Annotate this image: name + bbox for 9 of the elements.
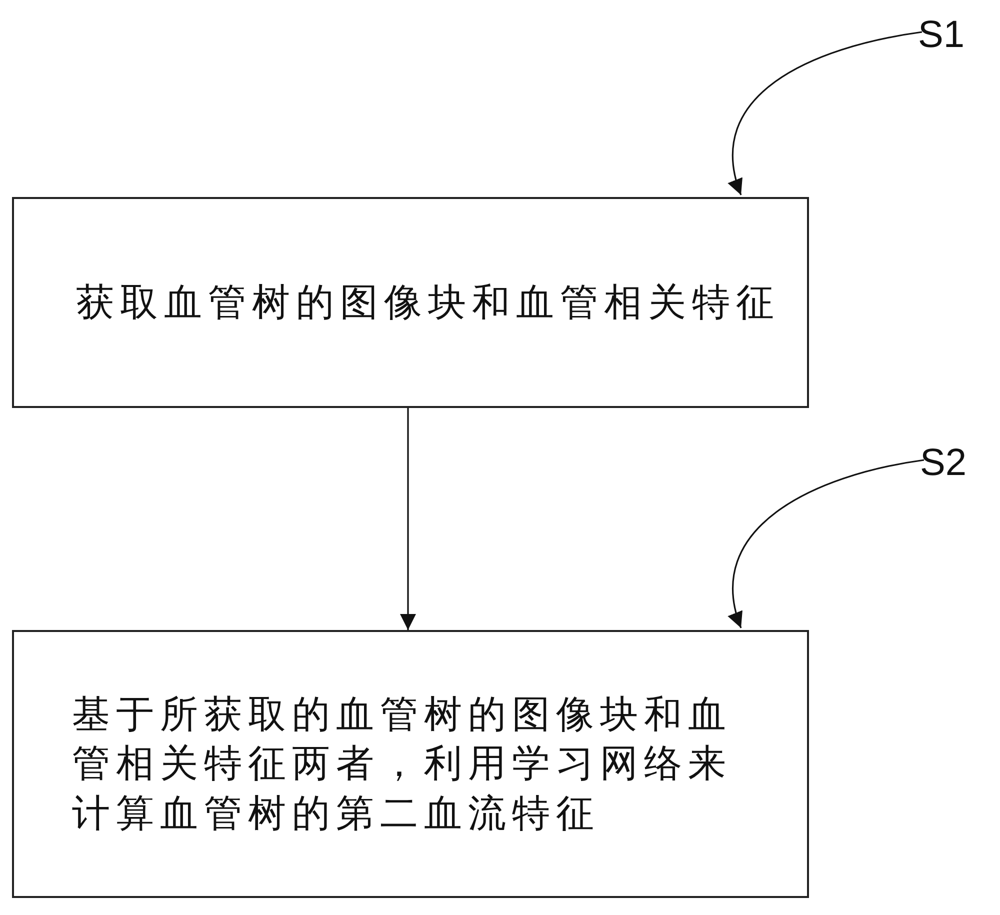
- process-box: [12, 197, 809, 408]
- process-box: [12, 630, 809, 898]
- leader-arrow: [728, 31, 922, 196]
- step-label: S2: [920, 441, 966, 486]
- step-label: S1: [918, 13, 964, 58]
- leader-arrow: [728, 459, 924, 628]
- step-text: 获取血管树的图像块和血管相关特征: [76, 278, 780, 326]
- step-text: 基于所获取的血管树的图像块和血管相关特征两者，利用学习网络来计算血管树的第二血流特征: [72, 690, 733, 837]
- arrow: [400, 408, 416, 630]
